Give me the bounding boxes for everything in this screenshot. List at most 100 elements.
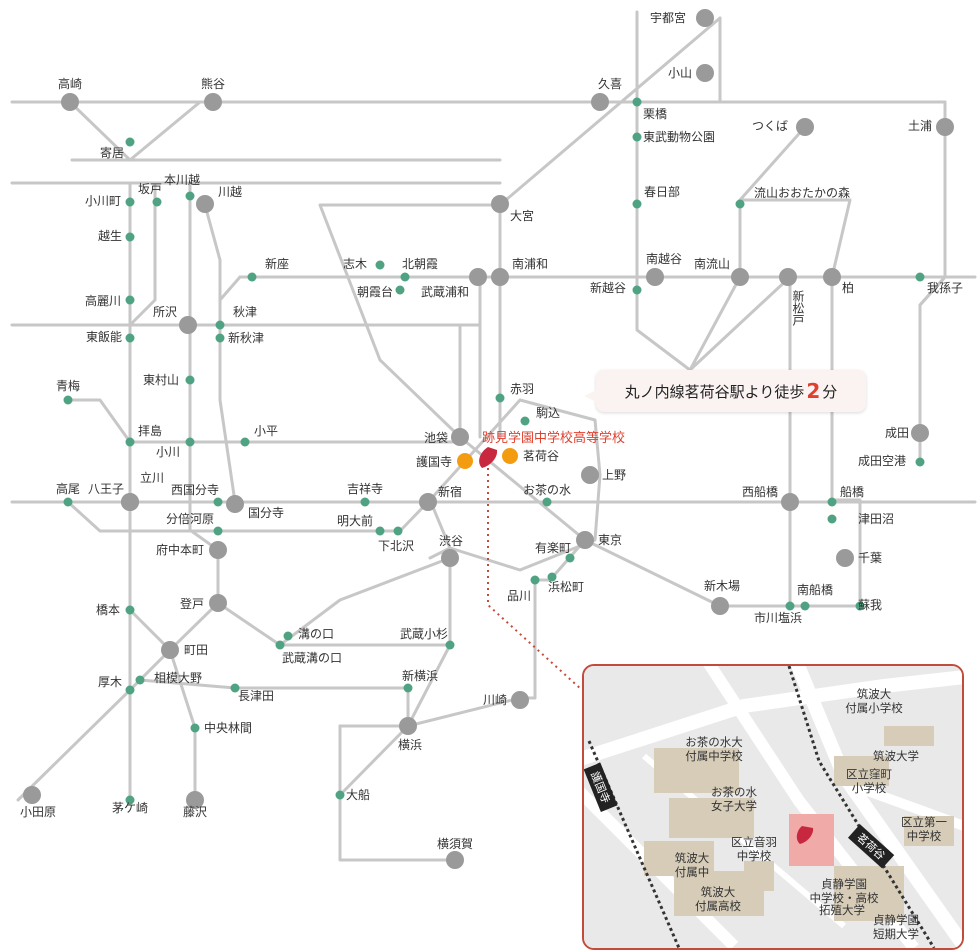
- station-marker-noborito: [209, 594, 227, 612]
- station-marker-tobu-dobutsu-koen: [632, 132, 642, 142]
- station-marker-kawasaki: [511, 691, 529, 709]
- station-label-kitaasaka: 北朝霞: [402, 257, 438, 271]
- station-label-tsuchiura: 土浦: [908, 119, 932, 133]
- station-marker-tsudanuma: [827, 514, 837, 524]
- inset-label-ochanomizu-jhs: お茶の水大付属中学校: [685, 735, 743, 763]
- station-label-chigasaki: 茅ケ崎: [112, 801, 148, 815]
- station-marker-shin-kiba: [711, 597, 729, 615]
- station-label-nishi-funabashi: 西船橋: [742, 485, 778, 499]
- station-marker-yorii: [125, 137, 135, 147]
- station-label-gokokuji: 護国寺: [416, 454, 452, 469]
- station-label-hachioji: 八王子: [88, 482, 124, 496]
- station-label-kodaira: 小平: [254, 424, 278, 438]
- station-marker-sakado: [152, 197, 162, 207]
- inset-label-ochanomizu-univ: お茶の水女子大学: [711, 785, 757, 813]
- station-label-hamamatsucho: 浜松町: [548, 580, 584, 594]
- inset-label-takushoku: 拓殖大学: [819, 903, 865, 917]
- station-label-fujisawa: 藤沢: [183, 805, 207, 819]
- station-label-tokorozawa: 所沢: [153, 305, 177, 319]
- station-marker-yokosuka: [446, 851, 464, 869]
- station-label-bubaigawara: 分倍河原: [166, 511, 214, 526]
- station-marker-shimokitazawa: [393, 526, 403, 536]
- station-marker-chigasaki: [125, 795, 135, 805]
- station-marker-fujisawa: [186, 791, 204, 809]
- station-label-shiki: 志木: [343, 257, 367, 271]
- inset-label-teisei: 貞静学園中学校・高校: [810, 877, 879, 905]
- station-marker-kashiwa: [823, 268, 841, 286]
- station-marker-kuki: [591, 93, 609, 111]
- station-label-ichikawa-shiohama: 市川塩浜: [754, 610, 802, 625]
- station-marker-kodaira: [240, 437, 250, 447]
- inset-label-daiichi-jhs: 区立第一中学校: [901, 815, 947, 843]
- station-marker-shin-matsudo: [779, 268, 797, 286]
- station-marker-kogawa: [185, 437, 195, 447]
- station-label-shinagawa: 品川: [507, 589, 531, 603]
- station-marker-komagawa: [125, 295, 135, 305]
- station-label-nagatsuta: 長津田: [238, 689, 274, 703]
- station-label-komagome: 駒込: [536, 406, 560, 420]
- station-marker-kitaasaka: [400, 272, 410, 282]
- station-marker-shin-yokohama: [403, 683, 413, 693]
- station-label-kawagoe: 川越: [218, 185, 242, 199]
- station-label-kuki: 久喜: [598, 77, 622, 91]
- station-marker-shinjuku: [419, 493, 437, 511]
- station-label-hashimoto: 橋本: [96, 603, 120, 617]
- station-marker-shiki: [375, 260, 385, 270]
- station-marker-ome: [63, 395, 73, 405]
- station-marker-narita-airport: [915, 457, 925, 467]
- station-marker-shibuya: [441, 549, 459, 567]
- station-marker-chuo-rinkan: [190, 723, 200, 733]
- station-marker-atsugi: [125, 685, 135, 695]
- station-marker-kawagoe: [196, 195, 214, 213]
- station-label-kashiwa: 柏: [842, 280, 854, 295]
- station-marker-machida: [161, 641, 179, 659]
- station-label-ofuna: 大船: [346, 788, 370, 802]
- station-marker-ofuna: [335, 790, 345, 800]
- station-marker-shin-akitsu: [215, 333, 225, 343]
- station-marker-minami-koshigaya: [646, 268, 664, 286]
- station-marker-yurakucho: [565, 553, 575, 563]
- station-label-shin-kiba: 新木場: [704, 578, 740, 593]
- station-marker-hashimoto: [125, 605, 135, 615]
- inset-label-otowa-jhs: 区立音羽中学校: [731, 835, 777, 863]
- station-marker-oyama: [696, 64, 714, 82]
- station-label-narita-airport: 成田空港: [858, 454, 906, 468]
- station-label-utsunomiya: 宇都宮: [650, 10, 686, 25]
- station-label-shimokitazawa: 下北沢: [378, 539, 414, 553]
- station-marker-kokubunji: [226, 495, 244, 513]
- station-label-mizonokuchi: 溝の口: [298, 627, 334, 641]
- station-marker-soga: [855, 601, 865, 611]
- station-label-machida: 町田: [184, 643, 208, 657]
- station-marker-ichikawa-shiohama: [785, 601, 795, 611]
- station-marker-komagome: [520, 416, 530, 426]
- station-label-shin-koshigaya: 新越谷: [590, 280, 626, 295]
- inset-label-tsukuba-elem: 筑波大付属小学校: [845, 687, 903, 715]
- station-marker-chiba: [836, 549, 854, 567]
- station-label-kurihashi: 栗橋: [643, 107, 667, 121]
- station-label-higashi-hanno: 東飯能: [86, 329, 122, 344]
- school-marker: [479, 447, 498, 468]
- station-marker-narita: [911, 424, 929, 442]
- inset-label-tsukuba-univ: 筑波大学: [873, 749, 919, 763]
- station-marker-takasaki: [61, 93, 79, 111]
- station-label-higashimurayama: 東村山: [143, 373, 179, 387]
- station-marker-niiza: [247, 272, 257, 282]
- station-marker-ogose: [125, 232, 135, 242]
- station-label-noborito: 登戸: [180, 596, 204, 611]
- station-marker-gokokuji: [457, 453, 473, 469]
- station-label-yokohama: 横浜: [398, 738, 422, 752]
- station-label-yorii: 寄居: [100, 145, 124, 160]
- station-label-oyama: 小山: [668, 66, 692, 80]
- station-marker-takao: [63, 497, 73, 507]
- station-label-tsudanuma: 津田沼: [858, 512, 894, 526]
- station-marker-minami-nagareyama: [731, 268, 749, 286]
- station-label-tokyo: 東京: [598, 533, 622, 547]
- station-marker-motokawagoe: [185, 191, 195, 201]
- station-label-meidaimae: 明大前: [337, 513, 373, 528]
- station-label-abiko: 我孫子: [927, 281, 963, 295]
- station-label-haijima: 拝島: [138, 423, 162, 438]
- station-label-takao: 高尾: [56, 481, 80, 496]
- station-label-kawasaki: 川崎: [483, 693, 507, 707]
- station-marker-kichijoji: [360, 497, 370, 507]
